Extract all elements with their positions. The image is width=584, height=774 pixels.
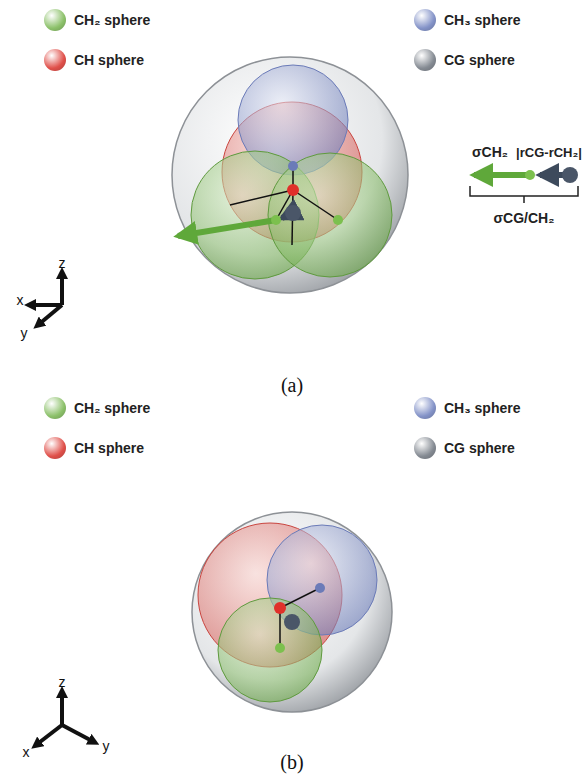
axis-label: x: [23, 744, 30, 760]
distance-label: |rCG-rCH₂|: [516, 145, 582, 160]
legend-text: CH₃ sphere: [444, 400, 521, 416]
legend-entry: CH sphere: [44, 49, 144, 71]
legend-text: CH₂ sphere: [74, 12, 150, 28]
legend-entry: CH₃ sphere: [414, 9, 521, 31]
legend-text: CG sphere: [444, 440, 515, 456]
axis-label: z: [59, 674, 66, 690]
legend-swatch: [44, 397, 66, 419]
axis-label: z: [59, 255, 66, 271]
axis-label: y: [103, 738, 110, 754]
legend-text: CH sphere: [74, 440, 144, 456]
legend-entry: CH sphere: [44, 437, 144, 459]
legend-swatch: [44, 9, 66, 31]
legend-entry: CG sphere: [414, 49, 515, 71]
panel-label: (a): [281, 374, 303, 397]
sigma-label: σCG/CH₂: [494, 210, 555, 226]
panel-label: (b): [280, 751, 303, 774]
sigma-label: σCH₂: [472, 144, 508, 160]
legend-entry: CH₂ sphere: [44, 397, 150, 419]
axis-label: y: [21, 325, 28, 341]
legend-text: CH₃ sphere: [444, 12, 521, 28]
legend-swatch: [414, 9, 436, 31]
axis-label: x: [17, 292, 24, 308]
legend-entry: CH₃ sphere: [414, 397, 521, 419]
legend-swatch: [414, 397, 436, 419]
legend-text: CG sphere: [444, 52, 515, 68]
legend-text: CH sphere: [74, 52, 144, 68]
legend-swatch: [414, 437, 436, 459]
legend-swatch: [44, 437, 66, 459]
legend-text: CH₂ sphere: [74, 400, 150, 416]
legend-entry: CG sphere: [414, 437, 515, 459]
legend-swatch: [44, 49, 66, 71]
legend-entry: CH₂ sphere: [44, 9, 150, 31]
legend-swatch: [414, 49, 436, 71]
